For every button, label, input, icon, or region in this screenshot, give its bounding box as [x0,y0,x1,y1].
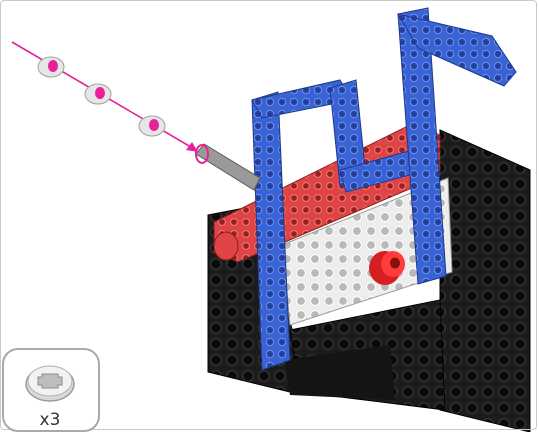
axle-part [196,144,260,190]
bushing-part [139,116,165,136]
bushing-part [85,84,111,104]
quantity-label: x3 [4,410,96,430]
parts-needed-callout: x3 [2,348,100,432]
bushing-part [38,57,64,77]
bushing-icon [22,360,78,406]
